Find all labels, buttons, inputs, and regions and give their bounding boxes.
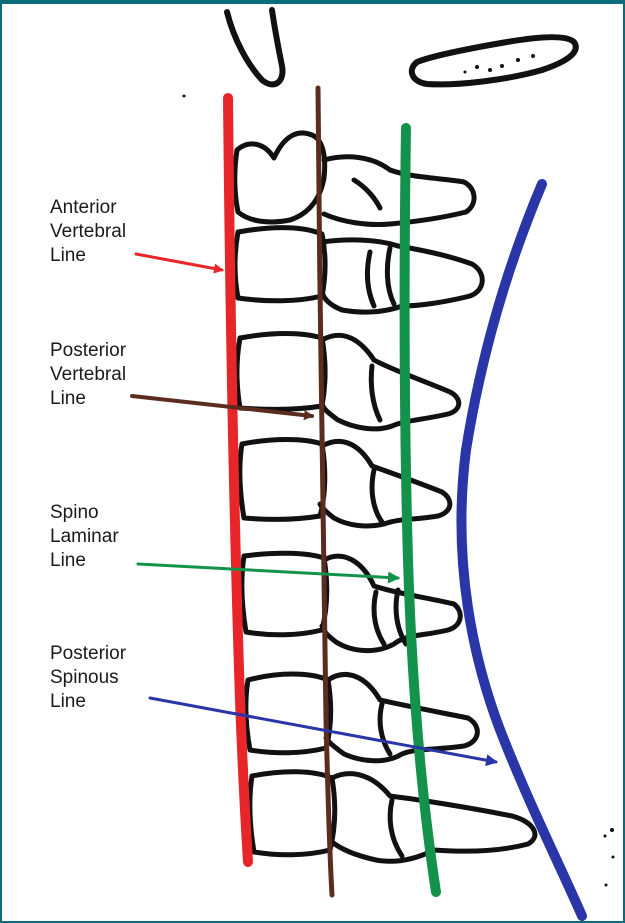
- label-spino-laminar-line: Spino Laminar Line: [50, 501, 119, 573]
- label-line: Spinous: [50, 666, 126, 690]
- label-line: Line: [50, 690, 126, 714]
- spino-laminar-line: [405, 128, 436, 892]
- label-posterior-spinous-line: Posterior Spinous Line: [50, 642, 126, 714]
- reference-lines: [228, 88, 582, 916]
- vertebra-c5: [240, 440, 450, 527]
- posterior-spinous-arrow: [150, 698, 496, 762]
- label-line: Line: [50, 387, 126, 411]
- vertebra-t1: [250, 772, 535, 862]
- posterior-spinous-line: [461, 184, 582, 916]
- label-line: Line: [50, 244, 126, 268]
- label-line: Anterior: [50, 196, 126, 220]
- label-line: Vertebral: [50, 363, 126, 387]
- skull-base: [227, 10, 576, 84]
- label-line: Posterior: [50, 339, 126, 363]
- vertebra-c3: [235, 228, 482, 312]
- occipital-fragment: [412, 37, 576, 84]
- vertebra-c7: [246, 674, 478, 761]
- vertebra-c6: [242, 553, 460, 650]
- label-line: Line: [50, 549, 119, 573]
- label-line: Posterior: [50, 642, 126, 666]
- vertebra-c2: [235, 133, 474, 225]
- label-arrows: [132, 254, 496, 762]
- mastoid-process: [227, 10, 282, 84]
- vertebrae: [235, 133, 535, 861]
- label-line: Vertebral: [50, 220, 126, 244]
- label-posterior-vertebral-line: Posterior Vertebral Line: [50, 339, 126, 411]
- label-line: Laminar: [50, 525, 119, 549]
- posterior-vertebral-arrow: [132, 396, 312, 416]
- vertebra-c4: [237, 334, 459, 429]
- label-line: Spino: [50, 501, 119, 525]
- label-anterior-vertebral-line: Anterior Vertebral Line: [50, 196, 126, 268]
- anterior-vertebral-arrow: [136, 254, 222, 270]
